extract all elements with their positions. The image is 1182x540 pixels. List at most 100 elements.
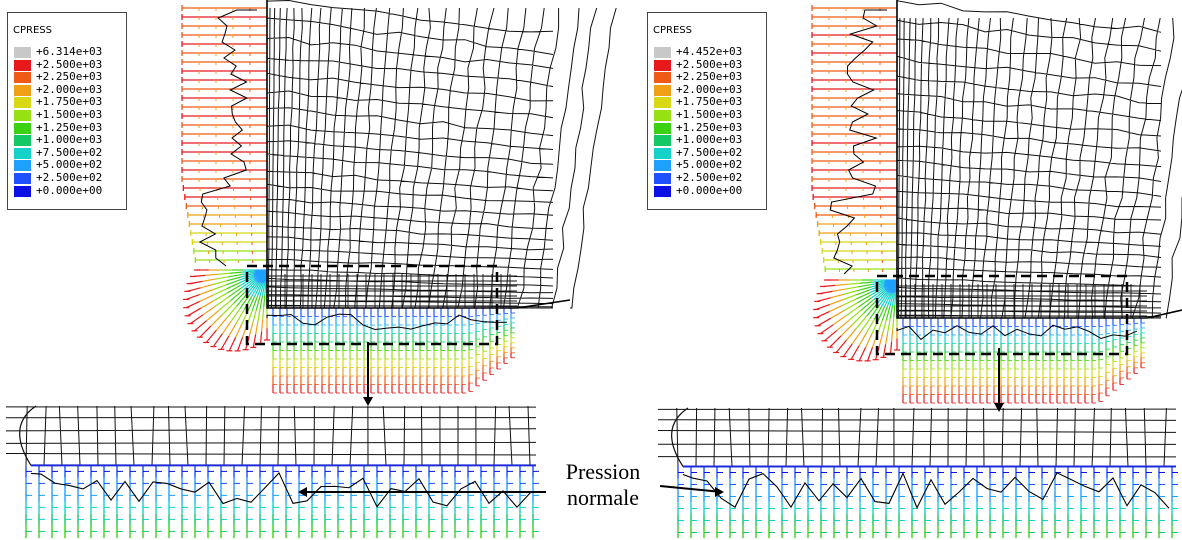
fan-segment <box>891 329 894 342</box>
legend-swatch <box>14 59 31 71</box>
legend-swatch <box>654 147 671 159</box>
fan-segment <box>860 299 874 311</box>
fan-segment <box>251 296 258 311</box>
fan-segment <box>212 288 227 296</box>
fan-segment <box>212 333 223 347</box>
fan-segment <box>887 318 891 332</box>
legend-title: CPRESS <box>653 25 692 36</box>
fan-segment <box>872 289 886 301</box>
legend-swatch <box>654 185 671 197</box>
fan-segment <box>876 291 888 305</box>
fan-segment <box>255 296 261 310</box>
fan-segment <box>878 292 889 306</box>
zoom-pressure-profile <box>30 471 532 509</box>
fan-segment <box>213 280 228 285</box>
legend-swatch <box>14 110 31 121</box>
fan-segment <box>857 294 871 304</box>
fan-segment <box>220 335 230 350</box>
fan-segment <box>878 332 884 347</box>
legend-value: +2.500e+02 <box>36 171 103 184</box>
fan-segment <box>218 299 232 312</box>
arrow-head <box>994 403 1004 412</box>
legend-value: +1.000e+03 <box>676 133 743 147</box>
legend-swatch <box>14 47 31 58</box>
fan-segment <box>227 276 241 282</box>
fan-segment <box>858 347 867 362</box>
zoom-pressure-profile <box>682 471 1170 510</box>
legend-swatch <box>654 110 671 121</box>
zoom-corner <box>19 405 37 466</box>
fan-segment <box>248 282 259 296</box>
pressure-profile <box>829 9 887 275</box>
fan-segment <box>264 282 267 295</box>
mesh-lines <box>266 0 617 309</box>
right-zoom-detail <box>657 407 1178 538</box>
legend-value: +4.452e+03 <box>676 45 743 58</box>
legend-value: +2.000e+03 <box>676 82 743 96</box>
fan-segment <box>851 330 862 345</box>
fan-segment <box>830 293 845 299</box>
legend-value: +0.000e+00 <box>36 183 103 197</box>
fan-segment <box>866 347 874 362</box>
callout-arrow-right <box>659 485 723 493</box>
fan-segment <box>215 276 229 280</box>
fan-segment <box>228 322 237 337</box>
fan-segment <box>856 292 871 300</box>
fan-segment <box>199 325 212 338</box>
fan-segment <box>843 290 858 295</box>
fan-segment <box>202 278 216 282</box>
legend-value: +1.000e+03 <box>36 133 103 147</box>
legend-swatch <box>654 135 671 147</box>
legend-swatch <box>14 72 31 84</box>
fan-segment <box>187 307 202 317</box>
fan-segment <box>889 305 894 319</box>
arrow-head <box>298 487 307 497</box>
left-contour-panel <box>181 0 617 394</box>
fan-segment <box>840 324 853 337</box>
fan-segment <box>242 270 255 273</box>
fan-segment <box>881 306 888 321</box>
legend-right: CPRESS +4.452e+03+2.500e+03+2.250e+03+2.… <box>647 12 767 210</box>
fan-segment <box>865 319 875 334</box>
fan-segment <box>881 292 890 307</box>
fan-segment <box>835 340 847 353</box>
fan-segment <box>185 293 200 301</box>
fan-segment <box>845 286 859 290</box>
fan-segment <box>199 289 214 296</box>
fan-segment <box>824 330 837 342</box>
fan-segment <box>256 283 263 298</box>
fan-segment <box>857 286 871 292</box>
legend-swatch <box>654 97 671 109</box>
fan-segment <box>882 319 887 334</box>
fan-segment <box>815 310 830 319</box>
fan-segment <box>185 300 200 309</box>
fan-segment <box>261 282 266 296</box>
fan-segment <box>248 322 254 337</box>
fan-segment <box>847 282 861 285</box>
legend-value: +1.250e+03 <box>676 120 743 134</box>
legend-value: +2.500e+02 <box>676 171 743 184</box>
fan-segment <box>200 300 215 309</box>
fan-segment <box>190 314 204 325</box>
fan-segment <box>251 282 260 297</box>
fan-segment <box>886 293 893 308</box>
right-contour-panel <box>811 0 1182 404</box>
fan-segment <box>235 323 243 338</box>
fan-segment <box>228 273 242 278</box>
fan-segment <box>215 317 227 331</box>
fan-segment <box>230 289 244 301</box>
fan-segment <box>889 341 893 355</box>
fan-segment <box>872 280 885 283</box>
zoom-corner <box>671 407 689 467</box>
fan-segment <box>205 330 217 343</box>
legend-swatch <box>654 72 671 84</box>
fan-segment <box>850 345 860 360</box>
fan-segment <box>252 309 257 324</box>
fan-segment <box>262 306 265 320</box>
fan-segment <box>842 343 853 357</box>
fan-segment <box>829 299 844 306</box>
pressure-profile <box>896 324 1138 341</box>
fan-segment <box>855 315 868 329</box>
legend-swatch <box>14 135 31 147</box>
fan-segment <box>213 292 228 302</box>
